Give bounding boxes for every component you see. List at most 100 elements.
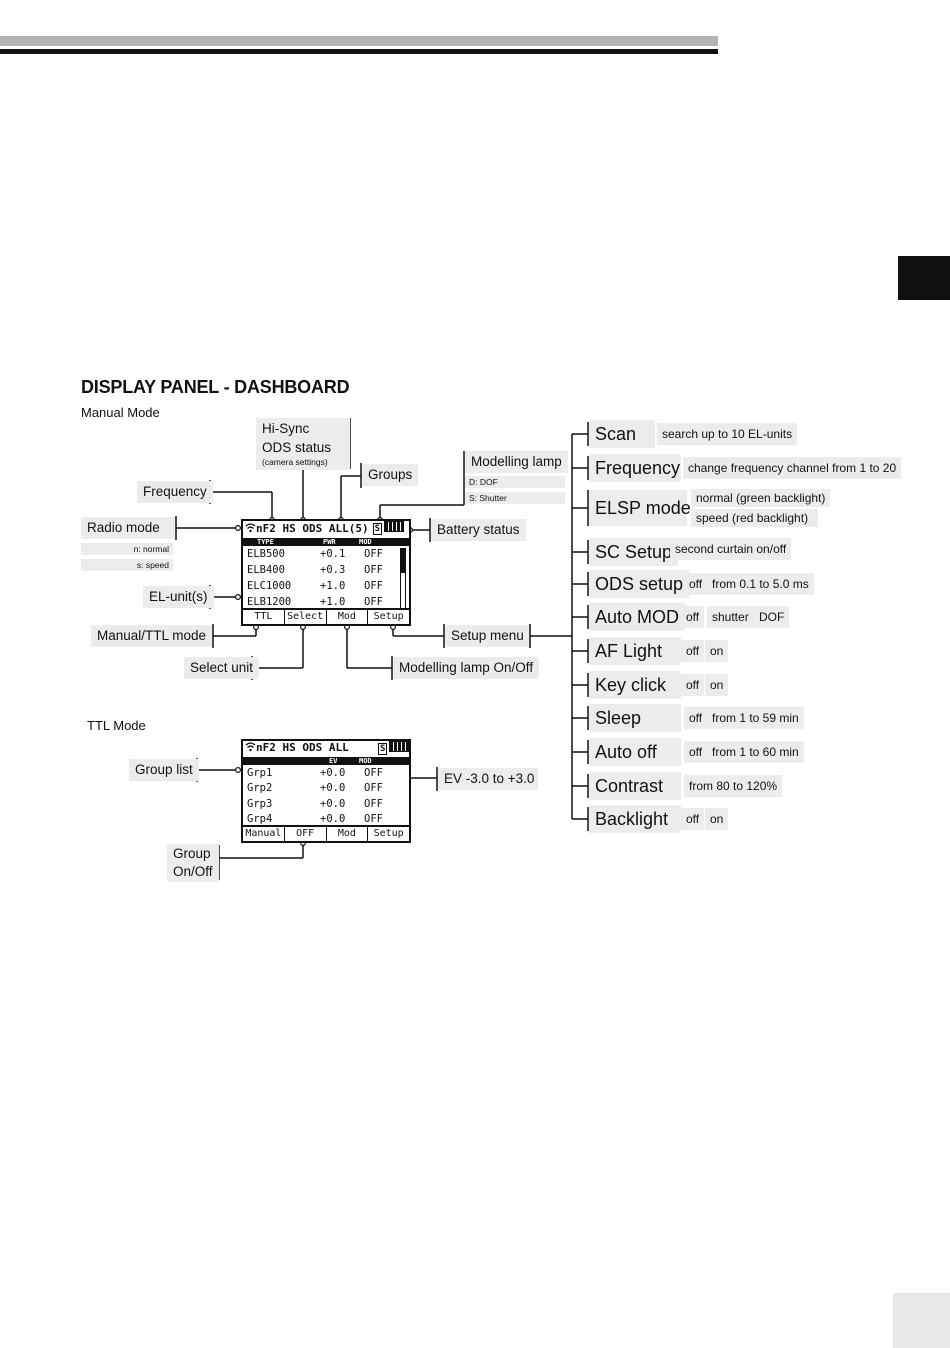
lcd-status-text: nF2 HS ODS ALL(5) — [256, 522, 369, 535]
setup-option: from 1 to 60 min — [707, 741, 804, 763]
radio-mode-callout: Radio mode — [81, 517, 175, 539]
modelling-lamp-onoff-callout: Modelling lamp On/Off — [393, 657, 540, 679]
radio-signal-icon — [245, 742, 256, 752]
lcd-column-header: EV MOD — [243, 757, 409, 765]
group-mod: OFF — [364, 798, 383, 810]
radio-signal-icon — [245, 523, 256, 533]
camera-settings-note: (camera settings) — [262, 457, 328, 467]
group-ev: +0.0 — [320, 782, 346, 794]
col-pwr: PWR — [323, 538, 336, 546]
setup-option: change frequency channel from 1 to 20 — [683, 457, 902, 479]
softkey-manual: Manual — [245, 828, 282, 839]
lcd-column-header: TYPE PWR MOD — [243, 538, 409, 546]
setup-item-backlight: Backlight — [589, 805, 681, 833]
lcd-softkey-bar: Manual OFF Mod Setup — [243, 825, 409, 841]
section-heading: DISPLAY PANEL - DASHBOARD — [81, 377, 350, 397]
group-ev: +0.0 — [320, 798, 346, 810]
speed-note: s: speed — [81, 559, 173, 571]
modelling-lamp-callout: Modelling lamp — [465, 451, 568, 473]
groups-callout: Groups — [362, 464, 419, 486]
setup-option: on — [705, 640, 729, 662]
unit-mod: OFF — [364, 596, 383, 608]
softkey-ttl: TTL — [254, 611, 273, 622]
unit-power: +1.0 — [320, 596, 346, 608]
col-ev: EV — [329, 757, 338, 765]
setup-option: off — [684, 741, 708, 763]
ttl-mode-label: TTL Mode — [87, 718, 146, 733]
shutter-icon: S — [372, 523, 383, 535]
battery-status-callout: Battery status — [431, 519, 526, 541]
setup-option: normal (green backlight) — [691, 489, 831, 507]
unit-type: ELB400 — [247, 564, 285, 576]
dof-note: D: DOF — [465, 476, 565, 488]
setup-item-contrast: Contrast — [589, 772, 681, 800]
group-onoff-line1: Group — [173, 846, 211, 861]
setup-option: speed (red backlight) — [691, 509, 818, 527]
manual-mode-display: nF2 HS ODS ALL(5)S TYPE PWR MOD ELB500+0… — [241, 519, 411, 626]
battery-icon — [384, 521, 405, 532]
battery-icon — [389, 741, 410, 752]
unit-type: ELC1000 — [247, 580, 292, 592]
shutter-icon: S — [378, 743, 388, 755]
setup-option: off — [681, 606, 705, 628]
manual-ttl-mode-callout: Manual/TTL mode — [91, 625, 213, 647]
group-onoff-line2: On/Off — [173, 864, 213, 879]
group-name: Grp1 — [247, 767, 273, 779]
setup-option: DOF — [754, 606, 790, 628]
setup-item-ods-setup: ODS setup — [589, 570, 690, 598]
setup-option: from 80 to 120% — [684, 775, 783, 797]
setup-item-scan: Scan — [589, 420, 655, 448]
setup-option: off — [684, 573, 708, 595]
col-mod: MOD — [359, 757, 372, 765]
softkey-mod: Mod — [325, 610, 368, 624]
group-ev: +0.0 — [320, 813, 346, 825]
unit-power: +0.1 — [320, 548, 346, 560]
unit-power: +0.3 — [320, 564, 346, 576]
lcd-status-bar: nF2 HS ODS ALL(5)S — [245, 521, 405, 536]
group-onoff-callout: Group On/Off — [167, 844, 219, 882]
setup-item-sc-setup: SC Setup — [589, 538, 679, 566]
header-rule-grey — [0, 36, 718, 46]
group-list-callout: Group list — [129, 759, 199, 781]
unit-power: +1.0 — [320, 580, 346, 592]
group-name: Grp2 — [247, 782, 273, 794]
group-mod: OFF — [364, 767, 383, 779]
setup-item-elsp-mode: ELSP mode — [589, 490, 691, 526]
chapter-tab — [898, 256, 950, 300]
unit-mod: OFF — [364, 580, 383, 592]
setup-item-auto-mod: Auto MOD — [589, 603, 686, 631]
setup-item-sleep: Sleep — [589, 704, 681, 732]
setup-option: from 0.1 to 5.0 ms — [707, 573, 814, 595]
setup-option: off — [681, 808, 705, 830]
unit-type: ELB1200 — [247, 596, 292, 608]
setup-item-key-click: Key click — [589, 671, 681, 699]
softkey-setup: Setup — [367, 827, 409, 841]
group-name: Grp3 — [247, 798, 273, 810]
setup-option: off — [681, 640, 705, 662]
setup-menu-callout: Setup menu — [445, 625, 529, 647]
setup-item-auto-off: Auto off — [589, 738, 681, 766]
shutter-note: S: Shutter — [465, 492, 565, 504]
ods-status-label: ODS status — [262, 440, 332, 455]
softkey-mod: Mod — [325, 827, 368, 841]
setup-item-frequency: Frequency — [589, 454, 681, 482]
lcd-softkey-bar: TTL Select Mod Setup — [243, 608, 409, 624]
setup-option: on — [705, 674, 729, 696]
setup-option: second curtain on/off — [670, 538, 792, 560]
setup-option: shutter — [707, 606, 754, 628]
page-number-tab — [893, 1293, 950, 1348]
lcd-scrollbar-thumb — [401, 549, 405, 573]
col-type: TYPE — [257, 538, 274, 546]
frequency-callout: Frequency — [137, 481, 213, 503]
lcd-scrollbar — [400, 548, 406, 610]
setup-option: from 1 to 59 min — [707, 707, 804, 729]
group-ev: +0.0 — [320, 767, 346, 779]
setup-option: off — [681, 674, 705, 696]
softkey-off: OFF — [283, 827, 326, 841]
normal-note: n: normal — [81, 543, 173, 555]
hi-sync-callout: Hi-Sync ODS status (camera settings) — [256, 418, 350, 470]
el-units-callout: EL-unit(s) — [143, 586, 214, 608]
unit-mod: OFF — [364, 548, 383, 560]
